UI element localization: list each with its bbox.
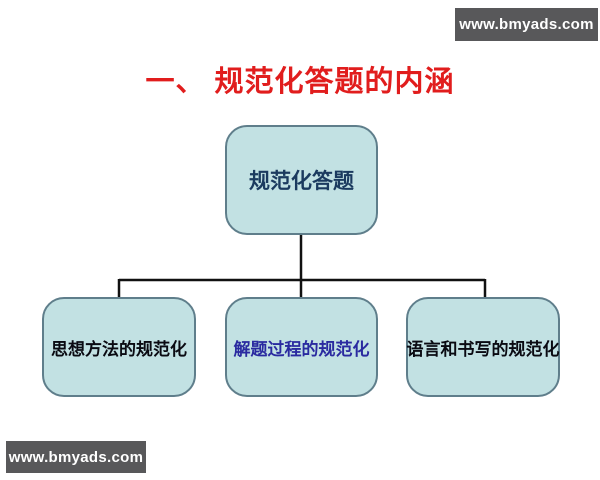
diagram-child-node-2: 解题过程的规范化 [225,297,378,397]
child-node-1-label: 思想方法的规范化 [51,339,187,359]
watermark-banner-bottom: www.bmyads.com [6,441,146,473]
watermark-text-bottom: www.bmyads.com [8,448,144,466]
diagram-child-node-1: 思想方法的规范化 [42,297,196,397]
watermark-banner-top: www.bmyads.com [455,8,598,41]
slide-title: 一、 规范化答题的内涵 [145,66,455,98]
watermark-text-top: www.bmyads.com [459,16,594,33]
child-node-2-label: 解题过程的规范化 [233,339,370,359]
child-node-3-label: 语言和书写的规范化 [406,339,560,359]
diagram-root-node: 规范化答题 [225,125,378,235]
diagram-child-node-3: 语言和书写的规范化 [406,297,560,397]
root-node-label: 规范化答题 [249,170,354,193]
